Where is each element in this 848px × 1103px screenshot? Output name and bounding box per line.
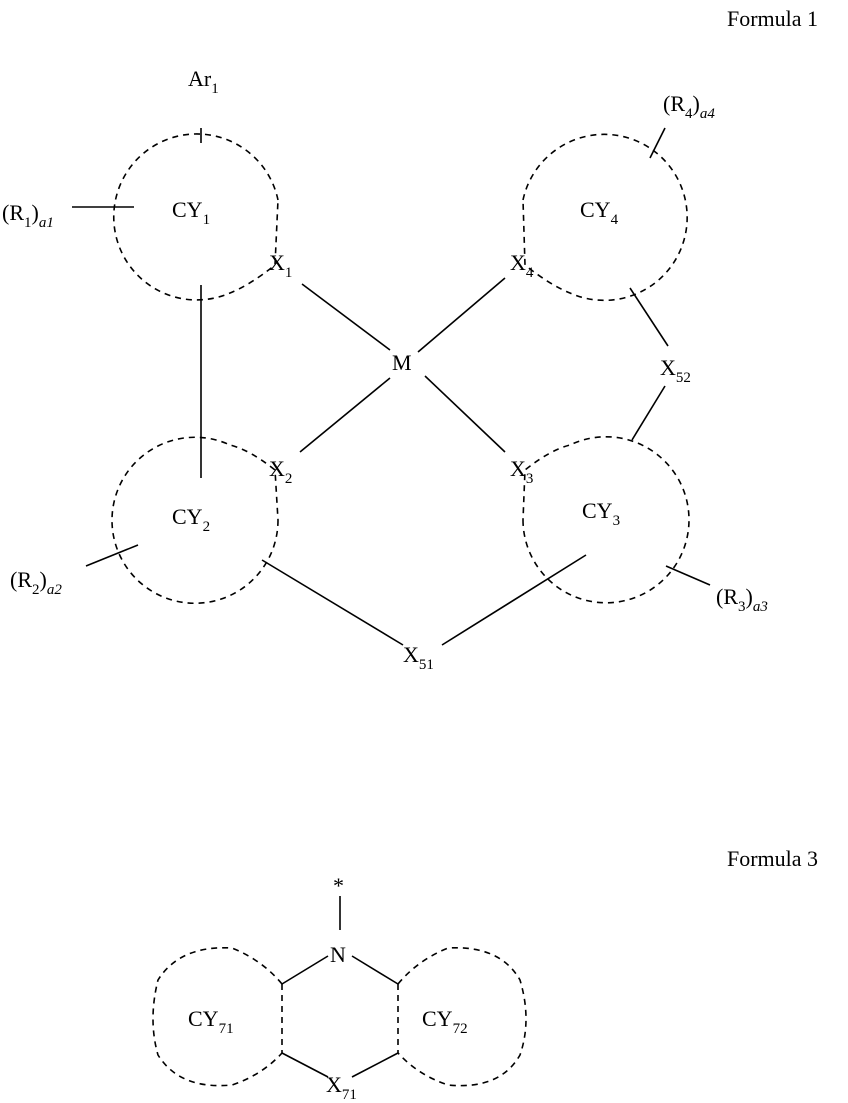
m-x3-bond xyxy=(425,376,505,452)
x52-cy3-bond xyxy=(632,386,665,440)
ar1-label: Ar1 xyxy=(188,66,219,97)
x1-m-bond xyxy=(302,284,390,350)
r4-label: (R4)a4 xyxy=(663,91,715,122)
cy1-label: CY1 xyxy=(172,197,210,228)
formula-3-label: Formula 3 xyxy=(727,846,818,871)
x4-m-bond xyxy=(418,278,505,352)
x4-label: X4 xyxy=(510,250,534,281)
x52-label: X52 xyxy=(660,355,691,386)
cy72-ring xyxy=(398,948,526,1086)
x2-label: X2 xyxy=(269,456,292,487)
metal-label: M xyxy=(392,350,412,375)
x3-label: X3 xyxy=(510,456,533,487)
n-right-bond xyxy=(352,956,398,984)
cy72-label: CY72 xyxy=(422,1006,468,1037)
cy4-label: CY4 xyxy=(580,197,619,228)
r3-label: (R3)a3 xyxy=(716,584,768,615)
cy3-label: CY3 xyxy=(582,498,620,529)
r2-label: (R2)a2 xyxy=(10,567,62,598)
left-x71-bond xyxy=(282,1053,328,1077)
cy2-label: CY2 xyxy=(172,504,210,535)
x51-cy3-bond xyxy=(442,555,586,645)
n-label: N xyxy=(330,942,346,967)
cy4-x52-bond xyxy=(630,288,668,346)
x1-label: X1 xyxy=(269,250,292,281)
r1-label: (R1)a1 xyxy=(2,200,54,231)
m-x2-bond xyxy=(300,378,390,452)
r2-bond xyxy=(86,545,138,566)
formula-1-label: Formula 1 xyxy=(727,6,818,31)
right-x71-bond xyxy=(352,1053,398,1077)
n-left-bond xyxy=(282,956,328,984)
attachment-star: * xyxy=(333,873,344,898)
r3-bond xyxy=(666,566,710,585)
cy71-label: CY71 xyxy=(188,1006,234,1037)
x51-label: X51 xyxy=(403,642,434,673)
cy2-x51-bond xyxy=(262,560,403,645)
